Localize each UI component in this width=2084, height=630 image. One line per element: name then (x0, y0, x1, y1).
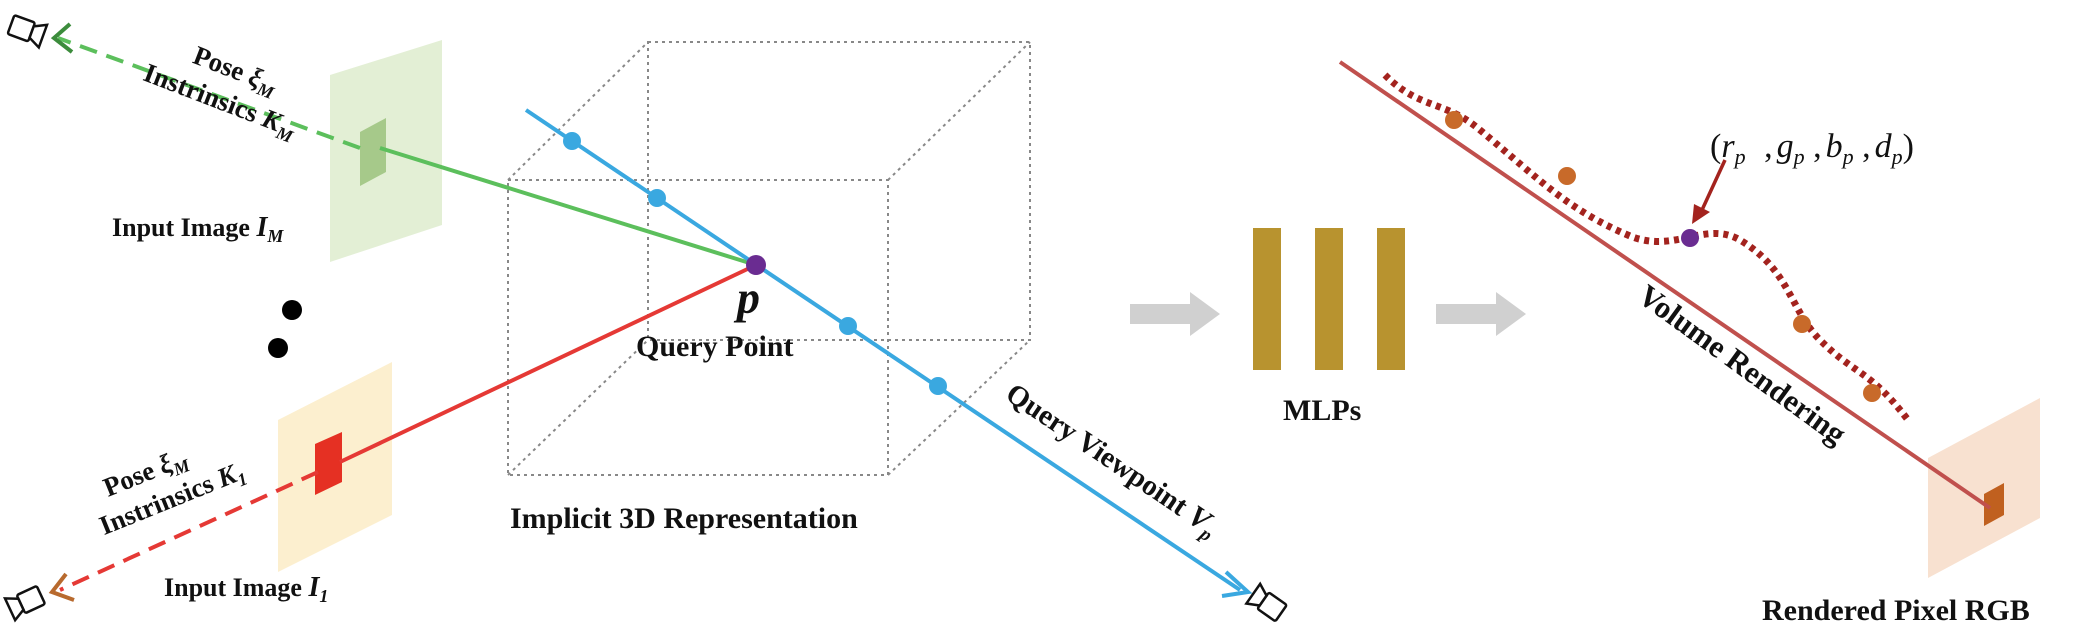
camera-lens (1244, 581, 1268, 607)
query-viewpoint-label: Query Viewpoint Vp (998, 376, 1225, 546)
implicit-3d-label: Implicit 3D Representation (510, 502, 858, 535)
camera-lens (3, 597, 25, 623)
ray-sample-point (563, 132, 581, 150)
render-ray (1338, 60, 1992, 510)
volume-rendering-label: Volume Rendering (1632, 277, 1853, 451)
ray-sample-point (648, 189, 666, 207)
tuple-r: r (1721, 128, 1735, 165)
annotation-arrowhead (1692, 204, 1710, 224)
tuple-g: g (1777, 128, 1794, 165)
curve-sample-point (1445, 111, 1463, 129)
output-tuple: (rp ,gp ,bp ,dp) (1710, 128, 1914, 169)
input-image-1-subscript: 1 (319, 586, 328, 606)
ray-solid-1 (339, 263, 757, 464)
input-image-m-label: Input Image IM (112, 212, 284, 246)
ray-solid-m (379, 146, 757, 267)
tuple-sep: , (1854, 128, 1871, 165)
input-image-m-symbol: I (255, 212, 268, 243)
mlp-stack (1253, 228, 1405, 370)
ellipsis-dot (268, 338, 288, 358)
ellipsis-dot (282, 300, 302, 320)
tuple-d-sub: p (1890, 144, 1903, 169)
annotation-arrow (1700, 159, 1727, 211)
tuple-sep: , (1756, 128, 1773, 165)
ray-dashed-m (57, 36, 361, 150)
curve-sample-point (1558, 167, 1576, 185)
tuple-d: d (1875, 128, 1893, 165)
cube-edge (507, 339, 649, 476)
image-patch (315, 432, 342, 495)
input-image-1-text: Input Image (164, 573, 302, 602)
query-ray (524, 108, 1242, 592)
density-curve (1382, 72, 1911, 423)
input-image-1-label: Input Image I1 (164, 572, 328, 606)
ray-dashed-1 (59, 470, 319, 592)
query-point-label: Query Point (636, 330, 794, 363)
pose-1-label: Pose ξM Instrinsics K1 (95, 448, 250, 541)
query-point (746, 255, 766, 275)
tuple-close: ) (1903, 128, 1914, 165)
input-image-1-plane (278, 362, 392, 572)
input-image-m-subscript: M (266, 226, 284, 246)
cube-back-face (647, 41, 1031, 341)
tuple-b: b (1826, 128, 1843, 165)
implicit-3d-cube (507, 41, 1031, 476)
mlp-bar (1253, 228, 1281, 370)
query-ray-arrowhead (1221, 570, 1253, 598)
curve-sample-point (1863, 384, 1881, 402)
pose-m-label: Pose ξM Instrinsics KM (140, 40, 297, 147)
cube-edge (887, 41, 1031, 181)
rendered-pixel-label: Rendered Pixel RGB (1762, 594, 2030, 627)
arrowhead-1 (48, 572, 75, 602)
tuple-g-sub: p (1792, 144, 1805, 169)
tuple-r-sub: p (1733, 144, 1746, 169)
camera-icon (3, 585, 46, 623)
curve-sample-point (1793, 315, 1811, 333)
mlps-label: MLPs (1283, 394, 1361, 427)
image-patch (360, 118, 386, 186)
pose-m-subscript: M (253, 78, 277, 103)
ray-sample-point (839, 317, 857, 335)
tuple-open: ( (1710, 128, 1721, 165)
arrowhead-m (50, 22, 74, 54)
image-plane (1928, 398, 2040, 578)
input-image-m-text: Input Image (112, 213, 250, 242)
ray-sample-point (929, 377, 947, 395)
svg-text:Query Viewpoint Vp: Query Viewpoint Vp (998, 376, 1225, 546)
volume-rendering-text: Volume Rendering (1632, 277, 1853, 451)
tuple-b-sub: p (1841, 144, 1854, 169)
cube-edge (887, 339, 1031, 476)
tuple-sep: , (1805, 128, 1822, 165)
mlp-bar (1315, 228, 1343, 370)
camera-icon (6, 14, 49, 50)
camera-icon (1244, 581, 1288, 622)
flow-arrow-to-mlps (1130, 292, 1220, 336)
intrinsics-m-subscript: M (272, 122, 296, 147)
input-image-1-symbol: I (307, 572, 320, 603)
flow-arrow-to-rendering (1436, 292, 1526, 336)
image-patch (1984, 483, 2004, 526)
curve-query-sample (1681, 229, 1699, 247)
rendered-pixel-plane (1928, 398, 2040, 578)
query-point-symbol: p (733, 272, 760, 323)
cube-edge (507, 41, 649, 181)
mlp-bar (1377, 228, 1405, 370)
camera-lens (28, 23, 49, 50)
